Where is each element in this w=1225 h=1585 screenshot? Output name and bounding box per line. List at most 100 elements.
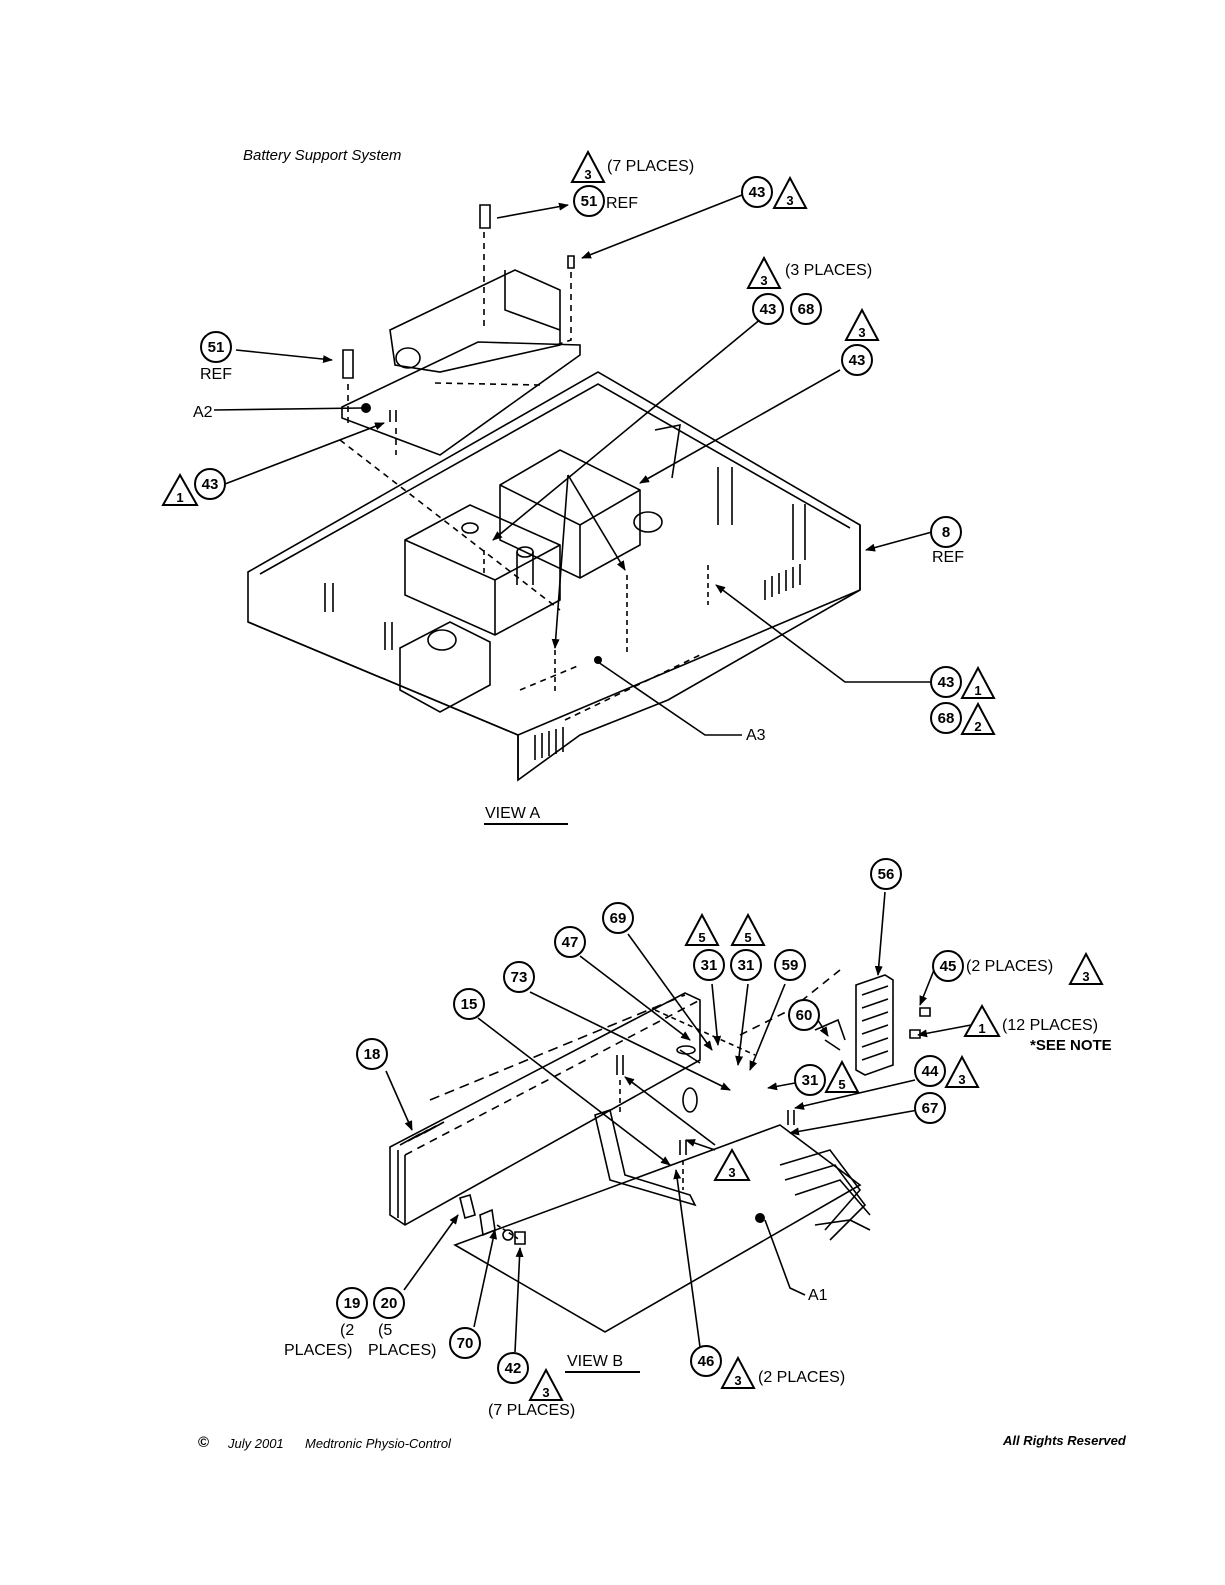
note-5-b-label: 5 <box>744 930 751 945</box>
note-triangle-1-12places <box>963 1003 1001 1037</box>
callout-43-bottom <box>930 666 962 698</box>
note-triangle-3-46 <box>720 1355 756 1389</box>
callout-20-label: 20 <box>381 1295 398 1312</box>
label-a3: A3 <box>746 727 766 744</box>
note-3-mid-label: 3 <box>728 1165 735 1180</box>
callout-51-top <box>573 185 605 217</box>
connector-56 <box>855 974 894 1076</box>
callout-43-top-label: 43 <box>749 184 766 201</box>
callout-73 <box>503 961 535 993</box>
note-7-places-text: (7 PLACES) <box>607 158 694 175</box>
callout-31-a-label: 31 <box>701 957 718 974</box>
callout-15 <box>453 988 485 1020</box>
view-a-label: VIEW A <box>485 805 540 822</box>
callout-18 <box>356 1038 388 1070</box>
callout-68-bottom <box>930 702 962 734</box>
note-triangle-3-mid <box>713 1147 751 1181</box>
page-title: Battery Support System <box>243 147 402 164</box>
callout-43-right <box>841 344 873 376</box>
note-5-c-label: 5 <box>838 1077 845 1092</box>
callout-8-label: 8 <box>942 524 950 541</box>
callout-47-label: 47 <box>562 934 579 951</box>
label-a1: A1 <box>808 1287 828 1304</box>
callout-31-b <box>730 949 762 981</box>
view-b-label: VIEW B <box>567 1353 623 1370</box>
copyright-symbol: © <box>198 1434 210 1451</box>
callout-60 <box>788 999 820 1031</box>
see-note-text: *SEE NOTE <box>1030 1037 1112 1054</box>
callout-20-places-1: (5 <box>378 1322 392 1339</box>
callout-45-places: (2 PLACES) <box>966 958 1053 975</box>
callout-31-b-label: 31 <box>738 957 755 974</box>
callout-43-right-label: 43 <box>849 352 866 369</box>
callout-69-label: 69 <box>610 910 627 927</box>
note-2-bottom-label: 2 <box>974 719 981 734</box>
callout-69 <box>602 902 634 934</box>
callout-46-label: 46 <box>698 1353 715 1370</box>
heatsink <box>389 992 701 1226</box>
a1-board <box>453 1124 862 1333</box>
note-1-bottom-label: 1 <box>974 683 981 698</box>
callout-20 <box>373 1287 405 1319</box>
note-triangle-3-45 <box>1068 951 1104 985</box>
note-triangle-3-3places <box>746 255 782 289</box>
callout-19-places-2: PLACES) <box>284 1342 352 1359</box>
note-3-top-label: 3 <box>584 167 591 182</box>
enclosure-tray <box>247 371 861 782</box>
callout-51-left-label: 51 <box>208 339 225 356</box>
footer-company: Medtronic Physio-Control <box>305 1436 451 1451</box>
callout-42 <box>497 1352 529 1384</box>
note-triangle-1-bottom <box>960 665 996 699</box>
footer-date: July 2001 <box>228 1436 284 1451</box>
callout-44 <box>914 1055 946 1087</box>
note-triangle-3-top <box>570 149 606 183</box>
callout-45-label: 45 <box>940 958 957 975</box>
callout-56-label: 56 <box>878 866 895 883</box>
callout-31-c-label: 31 <box>802 1072 819 1089</box>
callout-68-pair <box>790 293 822 325</box>
note-1-12places-label: 1 <box>978 1021 985 1036</box>
callout-19-places-1: (2 <box>340 1322 354 1339</box>
callout-43-left <box>194 468 226 500</box>
callout-19-label: 19 <box>344 1295 361 1312</box>
note-triangle-5-a <box>684 912 720 946</box>
callout-70-label: 70 <box>457 1335 474 1352</box>
view-b-note-triangles <box>528 912 1104 1401</box>
note-12-places-text: (12 PLACES) <box>1002 1017 1098 1034</box>
callout-8 <box>930 516 962 548</box>
callout-68-bottom-label: 68 <box>938 710 955 727</box>
callout-45 <box>932 950 964 982</box>
battery-holder <box>389 269 561 373</box>
note-triangle-5-b <box>730 912 766 946</box>
note-triangle-2-bottom <box>960 701 996 735</box>
note-3-right-label: 3 <box>858 325 865 340</box>
callout-67 <box>914 1092 946 1124</box>
a2-board <box>341 341 581 456</box>
callout-42-places: (7 PLACES) <box>488 1402 575 1419</box>
note-3-46-label: 3 <box>734 1373 741 1388</box>
callout-46 <box>690 1345 722 1377</box>
callout-56 <box>870 858 902 890</box>
note-triangle-1-left <box>161 472 199 506</box>
callout-43-bottom-label: 43 <box>938 674 955 691</box>
note-3-44-label: 3 <box>958 1072 965 1087</box>
callout-59-label: 59 <box>782 957 799 974</box>
callout-44-label: 44 <box>922 1063 939 1080</box>
note-triangle-5-c <box>824 1059 860 1093</box>
callout-19 <box>336 1287 368 1319</box>
note-3-43top-label: 3 <box>786 193 793 208</box>
callout-51-top-label: 51 <box>581 193 598 210</box>
note-3-3places-label: 3 <box>760 273 767 288</box>
callout-8-ref: REF <box>932 549 964 566</box>
callout-43-pair <box>752 293 784 325</box>
callout-51-left-ref: REF <box>200 366 232 383</box>
callout-20-places-2: PLACES) <box>368 1342 436 1359</box>
callout-51-left <box>200 331 232 363</box>
note-3-places-text: (3 PLACES) <box>785 262 872 279</box>
view-a-drawing <box>213 194 934 782</box>
callout-46-places: (2 PLACES) <box>758 1369 845 1386</box>
footer-rights: All Rights Reserved <box>1003 1433 1126 1448</box>
callout-73-label: 73 <box>511 969 528 986</box>
note-triangle-3-42 <box>528 1367 564 1401</box>
